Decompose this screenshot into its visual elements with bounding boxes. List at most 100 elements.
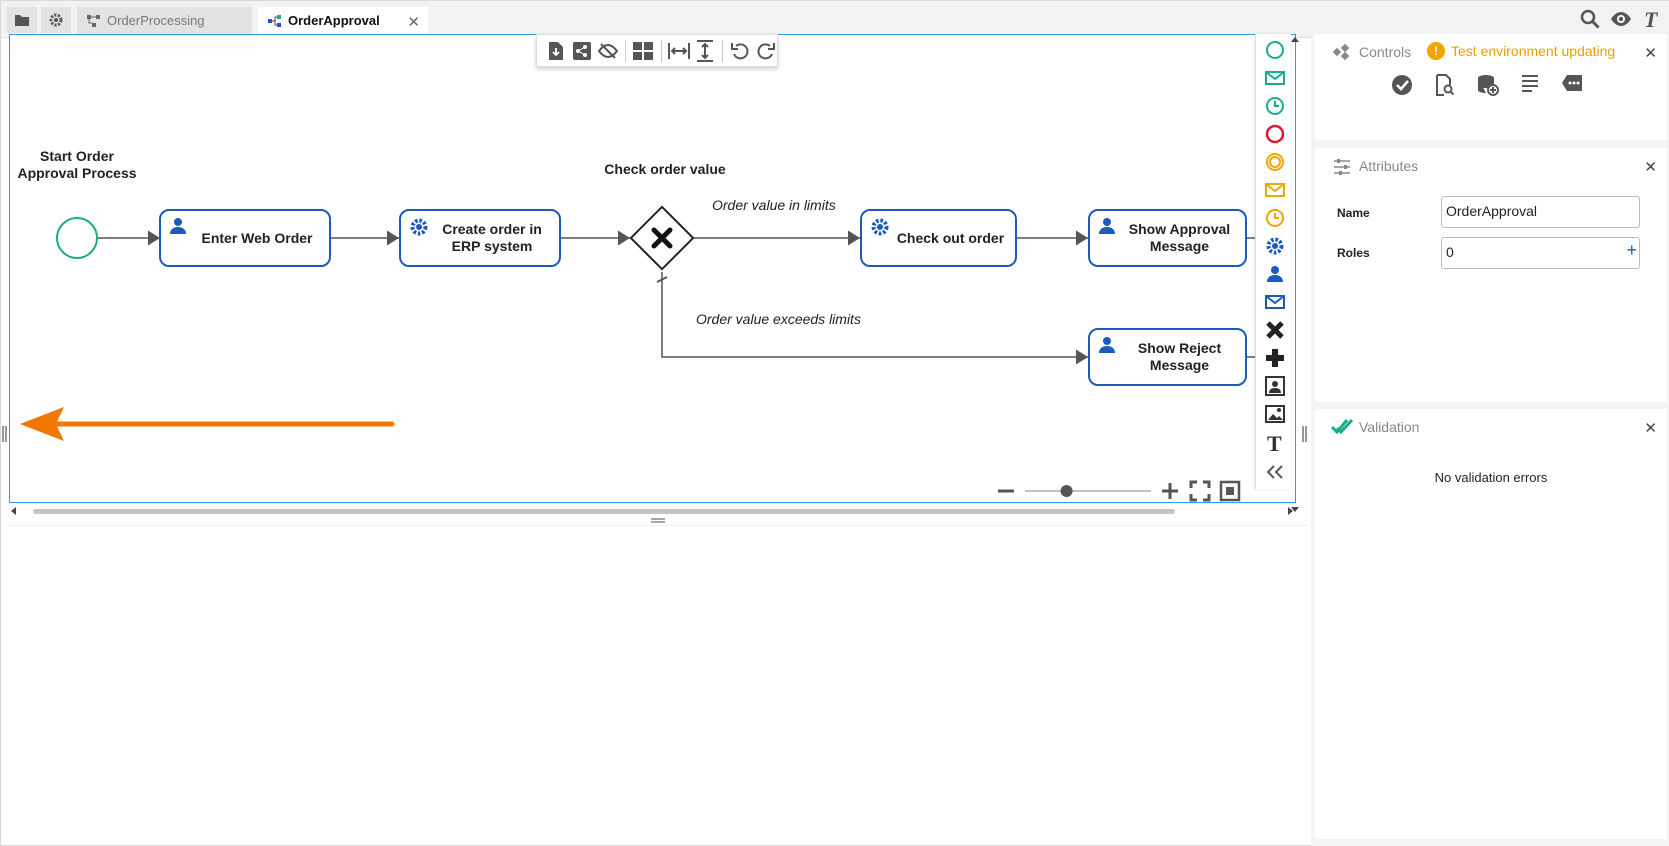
bottom-pane (9, 525, 1308, 840)
palette-text[interactable]: T (1263, 430, 1287, 454)
double-check-icon (1331, 418, 1353, 435)
scrollbar-thumb[interactable] (33, 509, 1175, 514)
task-show-reject[interactable]: Show Reject Message (1088, 328, 1247, 386)
horizontal-splitter[interactable] (651, 517, 665, 525)
close-validation-icon[interactable]: ✕ (1644, 420, 1657, 437)
folder-button[interactable] (7, 7, 37, 33)
redo-button[interactable] (755, 39, 777, 63)
scroll-right-icon[interactable] (1288, 507, 1294, 515)
horizontal-scrollbar[interactable] (9, 506, 1296, 518)
tab-label: OrderProcessing (107, 13, 205, 28)
gateway-label: Check order value (604, 161, 726, 177)
text-icon: T (1267, 431, 1282, 453)
check-circle-icon[interactable] (1391, 74, 1413, 96)
task-enter-web-order[interactable]: Enter Web Order (159, 209, 331, 267)
palette-message-task[interactable] (1263, 290, 1287, 314)
scroll-down-icon[interactable] (1291, 507, 1299, 513)
palette-intermediate-event[interactable] (1263, 150, 1287, 174)
palette-intermediate-timer[interactable] (1263, 206, 1287, 230)
palette-start-timer[interactable] (1263, 94, 1287, 118)
edge-label-in-limits: Order value in limits (712, 197, 836, 213)
zoom-slider-knob[interactable] (1060, 485, 1073, 497)
attributes-title: Attributes (1359, 158, 1419, 174)
layout-icon (633, 41, 654, 60)
task-check-out-order[interactable]: Check out order (860, 209, 1017, 267)
plus-icon (1266, 349, 1284, 367)
toolbar-divider (625, 39, 627, 62)
diagram-canvas[interactable]: Start Order Approval Process Check order… (9, 34, 1296, 503)
tab-bar: OrderProcessing OrderApproval ✕ T (1, 1, 1669, 38)
fit-height-button[interactable] (694, 39, 716, 63)
roles-field[interactable]: 0 (1441, 237, 1640, 269)
zoom-in-icon[interactable] (1159, 480, 1181, 502)
scroll-up-icon[interactable] (1291, 37, 1299, 43)
layout-button[interactable] (632, 39, 654, 63)
settings-button[interactable] (41, 7, 71, 33)
fit-height-icon (696, 39, 713, 62)
left-splitter-handle[interactable] (2, 426, 8, 442)
tab-orderapproval[interactable]: OrderApproval ✕ (258, 7, 428, 34)
palette-intermediate-message[interactable] (1263, 178, 1287, 202)
zoom-out-icon[interactable] (995, 480, 1017, 502)
exclusive-gateway[interactable] (629, 205, 695, 271)
element-palette: T (1255, 34, 1291, 489)
database-add-icon[interactable] (1477, 74, 1499, 96)
service-task-icon (871, 218, 889, 236)
task-show-approval[interactable]: Show Approval Message (1088, 209, 1247, 267)
add-role-button[interactable]: + (1626, 240, 1637, 260)
message-icon (1265, 295, 1285, 309)
palette-subprocess[interactable] (1263, 374, 1287, 398)
start-event[interactable] (56, 217, 98, 259)
intermediate-event-icon (1266, 153, 1284, 171)
start-event-icon (1266, 41, 1284, 59)
document-search-icon[interactable] (1435, 74, 1455, 96)
share-button[interactable] (571, 39, 593, 63)
close-attributes-icon[interactable]: ✕ (1644, 159, 1657, 176)
tag-icon[interactable] (1561, 74, 1583, 92)
list-icon[interactable] (1521, 74, 1539, 94)
palette-collapse[interactable] (1263, 460, 1287, 484)
close-controls-icon[interactable]: ✕ (1644, 45, 1657, 62)
palette-start-message[interactable] (1263, 66, 1287, 90)
undo-button[interactable] (729, 39, 751, 63)
fullscreen-icon[interactable] (1189, 480, 1211, 502)
palette-image[interactable] (1263, 402, 1287, 426)
toolbar-divider (660, 39, 662, 62)
palette-service-task[interactable] (1263, 234, 1287, 258)
palette-exclusive-gateway[interactable] (1263, 318, 1287, 342)
user-task-icon (1099, 337, 1115, 353)
user-task-icon (1099, 218, 1115, 234)
controls-icon (1333, 44, 1350, 61)
controls-title: Controls (1359, 44, 1412, 60)
palette-parallel-gateway[interactable] (1263, 346, 1287, 370)
tab-orderprocessing[interactable]: OrderProcessing (77, 7, 252, 34)
export-button[interactable] (545, 39, 567, 63)
search-icon[interactable] (1580, 9, 1600, 29)
close-x-icon (1266, 321, 1284, 339)
close-tab-icon[interactable]: ✕ (407, 14, 420, 31)
text-style-icon[interactable]: T (1642, 8, 1662, 30)
eye-icon[interactable] (1610, 11, 1632, 27)
tab-label: OrderApproval (288, 13, 380, 28)
controls-actions (1391, 74, 1583, 96)
warning-icon: ! (1427, 42, 1445, 60)
palette-start-event[interactable] (1263, 38, 1287, 62)
flow-edge-exceeds[interactable] (661, 272, 1088, 365)
scroll-left-icon[interactable] (11, 507, 17, 515)
subprocess-icon (1265, 376, 1285, 396)
name-field[interactable]: OrderApproval (1441, 196, 1640, 228)
fit-screen-icon[interactable] (1219, 480, 1241, 502)
task-create-order[interactable]: Create order in ERP system (399, 209, 561, 267)
folder-icon (15, 15, 29, 26)
attributes-panel: Attributes ✕ Name OrderApproval Roles 0 … (1315, 148, 1667, 402)
hide-button[interactable] (597, 39, 619, 63)
image-icon (1265, 405, 1285, 423)
palette-user-task[interactable] (1263, 262, 1287, 286)
diagram-toolbar (536, 34, 778, 67)
task-label: Check out order (896, 229, 1005, 246)
zoom-slider[interactable] (1023, 480, 1153, 502)
share-icon (573, 41, 592, 60)
palette-end-event[interactable] (1263, 122, 1287, 146)
fit-width-button[interactable] (667, 39, 690, 63)
right-splitter-handle[interactable] (1302, 426, 1308, 442)
